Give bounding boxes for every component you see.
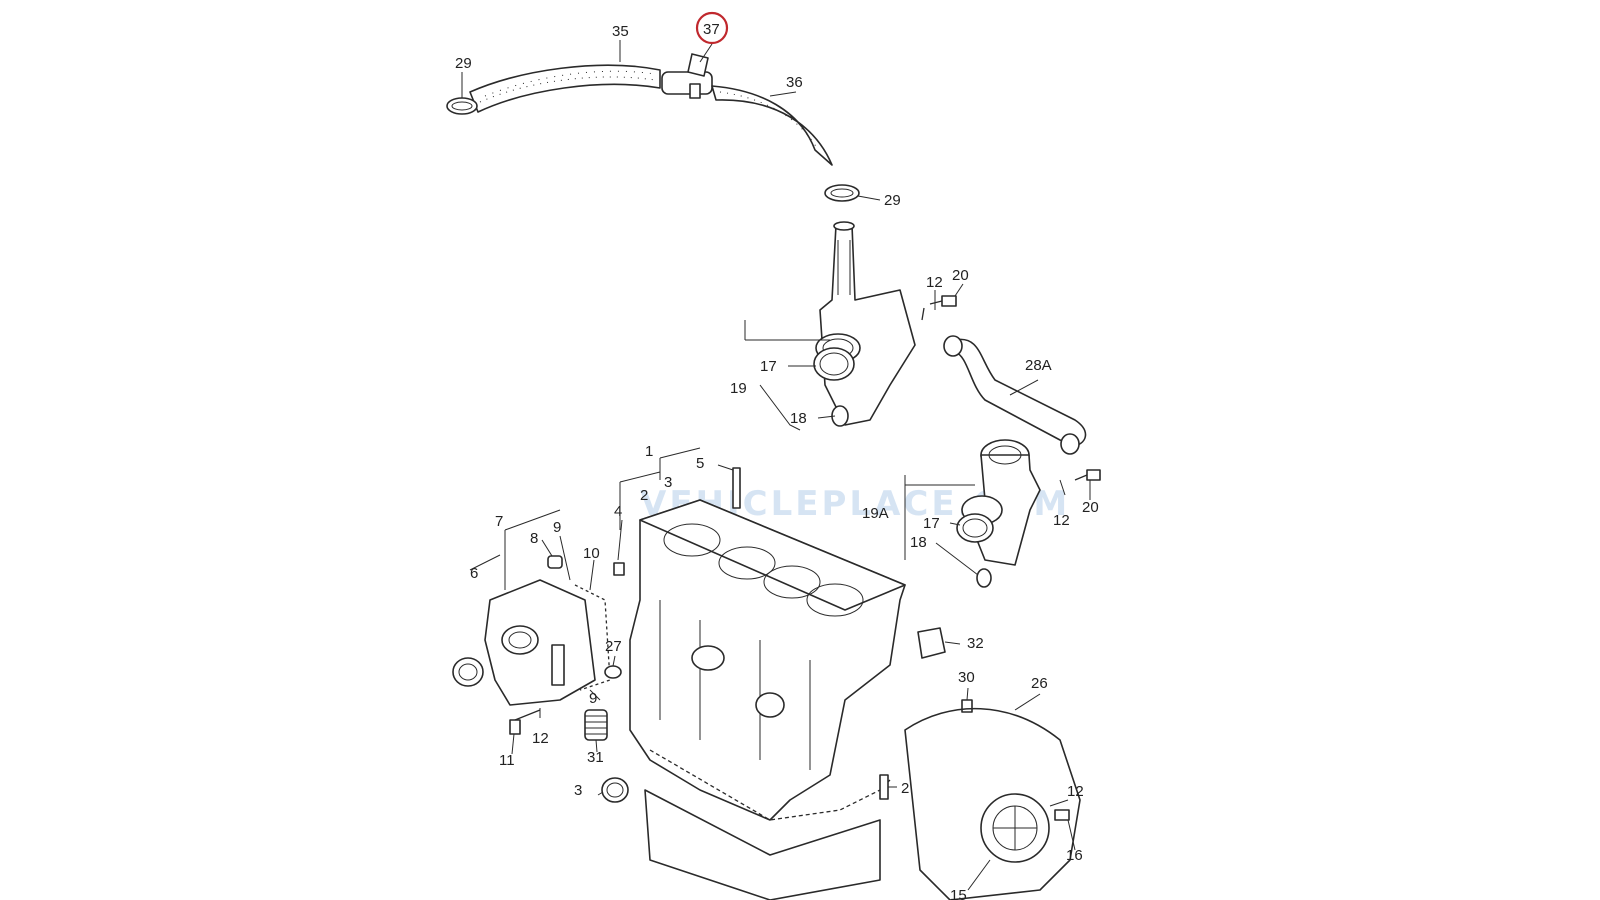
label-31: 31 — [587, 749, 604, 766]
flange-15 — [980, 793, 1050, 863]
label-12-upper: 12 — [926, 274, 943, 291]
label-3-upper: 3 — [664, 474, 672, 491]
label-1: 1 — [645, 443, 653, 460]
label-20-upper: 20 — [952, 267, 969, 284]
label-36: 36 — [786, 74, 803, 91]
label-30: 30 — [958, 669, 975, 686]
oil-separator-housing-19 — [815, 221, 916, 426]
label-7: 7 — [495, 513, 503, 530]
sensor-8 — [547, 555, 565, 686]
label-17-lower: 17 — [923, 515, 940, 532]
label-35: 35 — [612, 23, 629, 40]
part-labels: 29 35 37 36 29 12 20 28A 17 19 18 1 3 2 … — [455, 21, 1099, 900]
label-12-lower-right: 12 — [1067, 783, 1084, 800]
o-ring-17-lower — [956, 513, 994, 543]
stud-5 — [732, 467, 741, 509]
label-20-lower: 20 — [1082, 499, 1099, 516]
washer-12-upper — [921, 307, 925, 321]
label-12-left: 12 — [532, 730, 549, 747]
label-10: 10 — [583, 545, 600, 562]
label-5: 5 — [696, 455, 704, 472]
label-37: 37 — [703, 21, 720, 38]
o-ring-17-upper — [813, 347, 855, 381]
label-29-right: 29 — [884, 192, 901, 209]
sensor-32 — [917, 627, 946, 659]
breather-hose-36 — [711, 85, 833, 166]
seal-ring-3 — [601, 777, 629, 803]
label-2-lower: 2 — [901, 780, 909, 797]
label-9-upper: 9 — [553, 519, 561, 536]
label-16: 16 — [1066, 847, 1083, 864]
label-15: 15 — [950, 887, 967, 900]
oil-pan — [644, 789, 881, 900]
bolt-11 — [509, 709, 541, 735]
seal-18-lower — [976, 568, 992, 588]
label-8: 8 — [530, 530, 538, 547]
dowel-4 — [613, 562, 625, 576]
label-18-upper: 18 — [790, 410, 807, 427]
bolt-20-lower — [1074, 469, 1101, 481]
rear-cover-26 — [904, 707, 1081, 900]
label-9-lower: 9 — [589, 690, 597, 707]
label-12-right: 12 — [1053, 512, 1070, 529]
label-26: 26 — [1031, 675, 1048, 692]
label-32: 32 — [967, 635, 984, 652]
label-18-lower: 18 — [910, 534, 927, 551]
label-6: 6 — [470, 565, 478, 582]
label-29-left: 29 — [455, 55, 472, 72]
bolt-16 — [1054, 809, 1070, 821]
label-11: 11 — [499, 752, 515, 769]
label-19: 19 — [730, 380, 747, 397]
spring-31 — [584, 709, 608, 741]
label-27: 27 — [605, 638, 622, 655]
highlight-ring-37 — [695, 11, 729, 45]
pcv-valve-37 — [661, 53, 713, 99]
label-2-upper: 2 — [640, 487, 648, 504]
bolt-2-lower — [879, 774, 889, 800]
front-cover-6 — [484, 579, 596, 706]
breather-pipe-28a — [943, 335, 1087, 455]
label-28a: 28A — [1025, 357, 1052, 374]
coolant-flange-19a — [961, 439, 1041, 566]
leader-lines — [461, 40, 1091, 891]
hose-clamp-29-right — [824, 184, 860, 202]
oil-seal-left — [452, 657, 484, 687]
label-4: 4 — [614, 503, 622, 520]
cylinder-block — [629, 499, 906, 821]
breather-hose-35 — [469, 64, 661, 113]
label-3-lower: 3 — [574, 782, 582, 799]
label-17-upper: 17 — [760, 358, 777, 375]
plug-27 — [604, 665, 622, 679]
hose-clamp-29-left — [446, 97, 478, 115]
label-19a: 19A — [862, 505, 889, 522]
bolt-20-upper — [929, 295, 957, 307]
cover-gasket-10 — [574, 584, 611, 691]
